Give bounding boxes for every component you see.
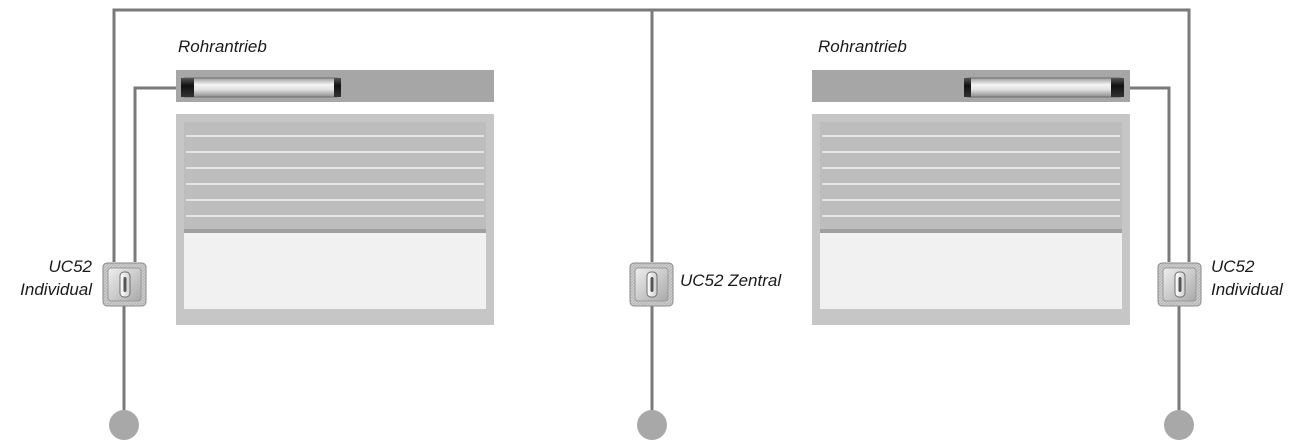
right-shutter-unit <box>812 70 1130 325</box>
right-bottom-bar <box>820 229 1122 233</box>
right-motor-tube-icon <box>964 77 1124 98</box>
center-switch-icon <box>629 262 674 307</box>
right-switch-icon <box>1157 262 1202 307</box>
left-shutter-slats <box>186 135 484 217</box>
left-motor-tube-icon <box>181 77 341 98</box>
right-shutter-curtain <box>820 122 1122 232</box>
right-power-node-icon <box>1164 410 1194 440</box>
switch-label-left-type: Individual <box>20 280 93 299</box>
left-motor-wire <box>133 86 183 262</box>
switch-label-right-model: UC52 <box>1211 257 1255 276</box>
right-shutter-slats <box>822 135 1120 217</box>
center-power-node-icon <box>637 410 667 440</box>
left-shutter-unit <box>176 70 494 325</box>
wire-network <box>112 8 1191 410</box>
left-switch-icon <box>102 262 147 307</box>
left-power-node-icon <box>109 410 139 440</box>
left-shutter-curtain <box>184 122 486 232</box>
left-bottom-bar <box>184 229 486 233</box>
switch-label-right-type: Individual <box>1211 280 1284 299</box>
motor-label-right: Rohrantrieb <box>818 37 907 56</box>
switch-label-left-model: UC52 <box>49 257 93 276</box>
right-motor-wire <box>1124 86 1171 262</box>
motor-label-left: Rohrantrieb <box>178 37 267 56</box>
switch-label-center: UC52 Zentral <box>680 271 782 290</box>
